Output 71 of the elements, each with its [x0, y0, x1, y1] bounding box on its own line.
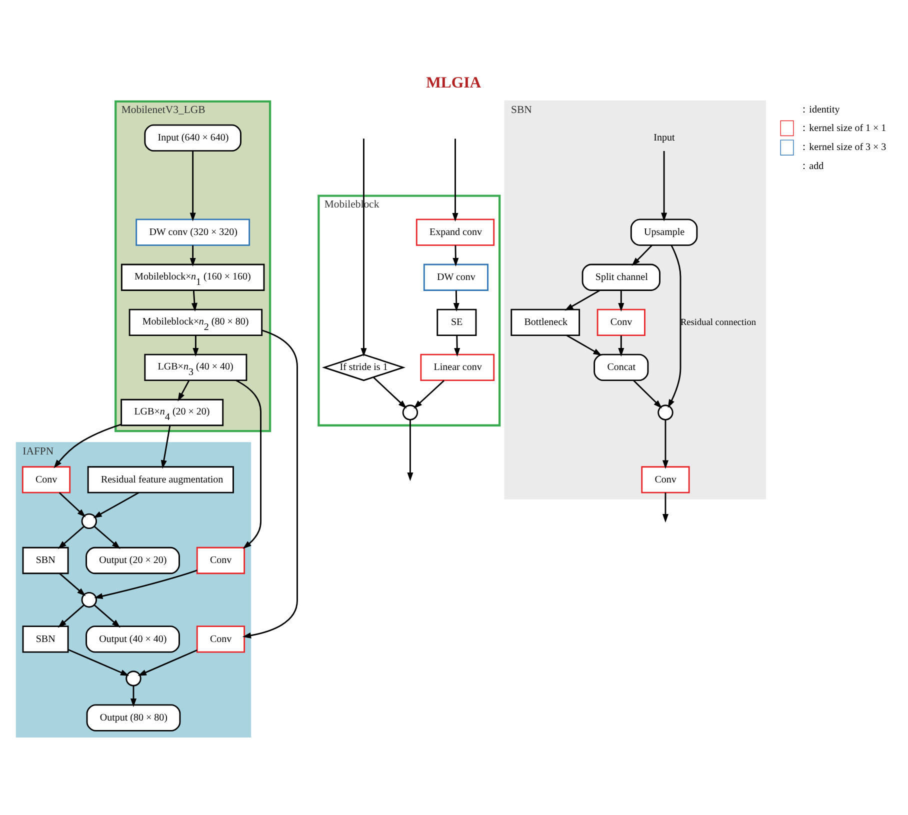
- node-circle: [126, 670, 142, 686]
- arrow: [632, 244, 652, 266]
- arrow: [93, 492, 140, 518]
- arrow: [58, 526, 84, 550]
- arrow: [242, 330, 298, 638]
- arrow: [661, 150, 668, 222]
- arrow: [454, 336, 460, 357]
- node-text: Input: [654, 132, 675, 144]
- node-box: DW conv (320 × 320): [136, 218, 250, 246]
- node-box: Output (20 × 20): [86, 546, 180, 574]
- node-box: DW conv: [423, 264, 488, 291]
- arrow: [192, 336, 199, 357]
- arrow: [236, 380, 262, 549]
- arrow: [662, 492, 668, 523]
- legend-label: ：kernel size of 1 × 1: [799, 122, 886, 134]
- arrow: [190, 150, 196, 222]
- node-box: Upsample: [630, 218, 698, 246]
- arrow: [618, 290, 624, 312]
- arrow: [414, 380, 444, 409]
- node-box: SE: [436, 308, 477, 336]
- node-box: Output (80 × 80): [86, 704, 181, 732]
- node-diamond: If stride is 1: [322, 354, 406, 382]
- legend-label: ：identity: [799, 104, 840, 116]
- arrow: [94, 570, 198, 600]
- arrow: [618, 336, 624, 357]
- node-box: Conv: [196, 546, 246, 574]
- node-circle: [81, 592, 98, 608]
- node-box: SBN: [22, 546, 69, 574]
- arrow: [59, 572, 86, 596]
- node-box: SBN: [22, 626, 69, 653]
- legend-label: ：add: [799, 160, 824, 172]
- node-box: Conv: [196, 626, 246, 653]
- node-box: Conv: [641, 466, 690, 494]
- arrow: [94, 526, 120, 550]
- arrow: [94, 604, 120, 628]
- arrow: [407, 420, 414, 482]
- arrow: [564, 290, 600, 311]
- arrow: [453, 290, 460, 312]
- arrow: [191, 290, 198, 312]
- arrow: [662, 420, 668, 469]
- arrow: [633, 380, 662, 408]
- node-box: Concat: [594, 354, 649, 382]
- node-circle: [402, 404, 418, 420]
- edge-label: Residual connection: [680, 318, 756, 328]
- arrow: [58, 492, 86, 518]
- node-box: Input (640 × 640): [144, 124, 242, 152]
- arrow: [566, 334, 602, 356]
- arrow: [668, 245, 682, 408]
- legend-label: ：kernel size of 3 × 3: [799, 142, 886, 154]
- arrow: [68, 649, 130, 676]
- node-box: Residual feature augmentation: [87, 466, 234, 494]
- arrow: [130, 686, 136, 708]
- arrow: [372, 376, 407, 409]
- node-box: Bottleneck: [510, 308, 580, 336]
- node-circle: [81, 513, 98, 530]
- arrow: [178, 380, 190, 402]
- arrow: [190, 245, 196, 267]
- arrow: [138, 649, 198, 676]
- diagram-title: MLGIA: [426, 74, 482, 92]
- node-box: Expand conv: [416, 218, 495, 246]
- node-box: Conv: [22, 466, 71, 494]
- arrow: [452, 138, 458, 222]
- node-box: Linear conv: [420, 354, 495, 382]
- node-box: Conv: [596, 308, 646, 336]
- node-circle: [658, 404, 674, 420]
- arrow: [360, 138, 367, 357]
- node-box: Output (40 × 40): [86, 626, 180, 653]
- arrow: [452, 245, 459, 267]
- arrow: [58, 604, 84, 628]
- arrow: [54, 424, 122, 468]
- node-box: Split channel: [582, 264, 660, 291]
